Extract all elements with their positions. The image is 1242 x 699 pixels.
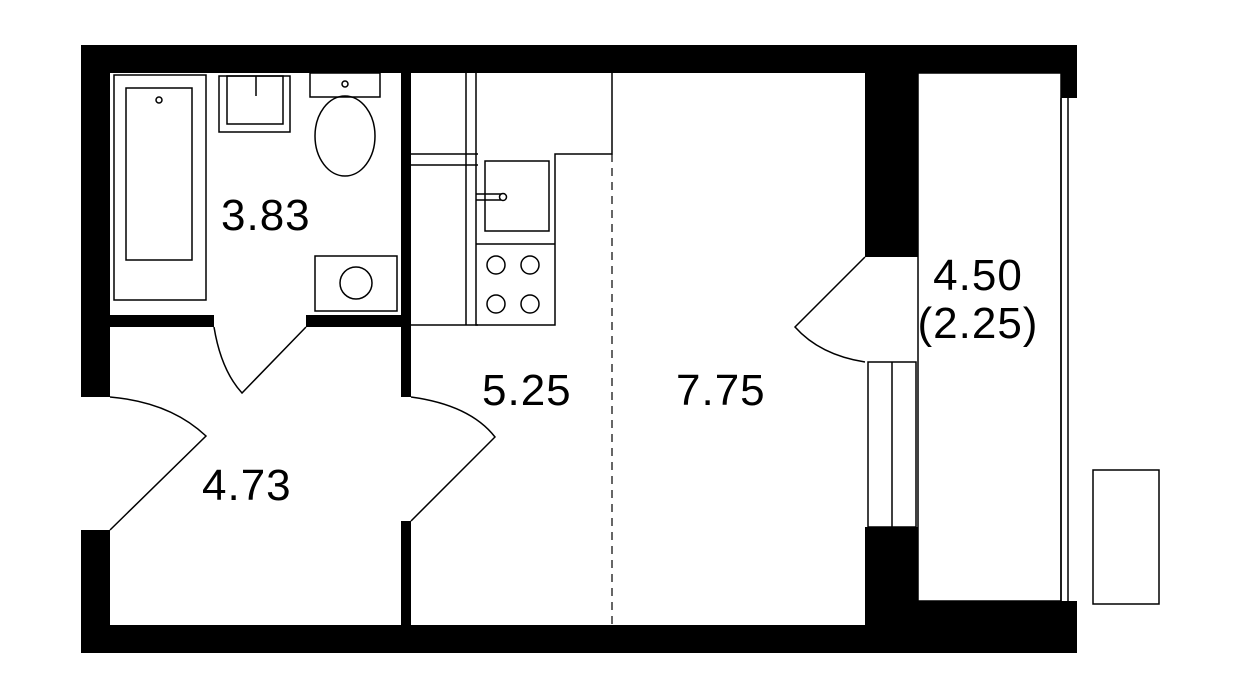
top-wall — [81, 45, 1077, 73]
hob-burner-icon — [520, 294, 540, 314]
left-wall-lower — [81, 530, 110, 653]
balcony-area-reduced: (2.25) — [917, 299, 1039, 348]
balcony-door — [793, 256, 866, 363]
balcony-outside-unit — [1092, 469, 1160, 605]
bathroom-wall-right — [306, 315, 411, 327]
living-room-area: 7.75 — [676, 366, 766, 415]
hob-burner-icon — [520, 255, 540, 275]
partition-wall-lower — [401, 521, 411, 653]
balcony-area-group: 4.50 (2.25) — [898, 252, 1058, 348]
kitchen-door — [410, 396, 496, 522]
washing-machine — [314, 255, 398, 312]
kitchen-counter — [475, 73, 613, 326]
entrance-door — [109, 396, 208, 531]
partition-wall-upper — [401, 45, 411, 397]
kitchen-area: 5.25 — [482, 366, 572, 415]
bathtub-drain-icon — [155, 96, 163, 104]
balcony — [917, 72, 1160, 605]
window — [867, 361, 917, 528]
bathtub — [113, 74, 207, 301]
walls — [81, 45, 1077, 653]
bathroom-door — [213, 326, 307, 395]
balcony-wall-lower — [865, 527, 918, 653]
hallway-area: 4.73 — [202, 461, 292, 510]
balcony-bottom-wall — [918, 601, 1077, 653]
left-wall-upper — [81, 45, 110, 397]
hob-burner-icon — [486, 255, 506, 275]
doors — [109, 256, 866, 531]
right-wall-top — [1061, 45, 1077, 98]
toilet-tank — [309, 72, 381, 98]
toilet-bowl — [314, 95, 376, 177]
kitchen-sink — [484, 160, 550, 232]
bathroom-wall-left — [81, 315, 214, 327]
kitchen-fixtures — [411, 73, 613, 625]
hob-burner-icon — [486, 294, 506, 314]
bathroom-fixtures — [113, 72, 398, 312]
washing-machine-drum-icon — [339, 266, 373, 300]
balcony-area: 4.50 — [933, 251, 1023, 300]
bathroom-area: 3.83 — [221, 191, 311, 240]
balcony-wall-upper — [865, 45, 918, 257]
